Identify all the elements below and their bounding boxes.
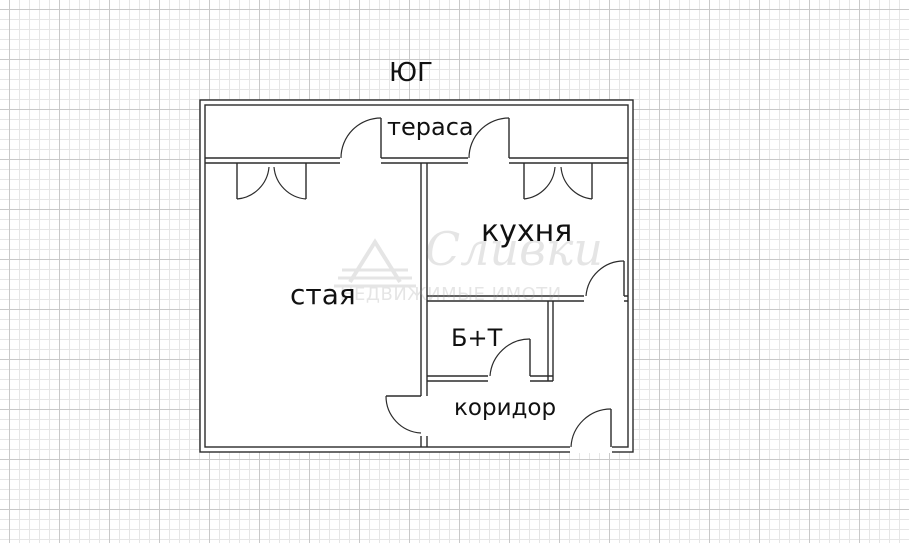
double-door-icon [236, 163, 307, 200]
orientation-label: ЮГ [389, 58, 433, 88]
room-label-terrace: тераса [387, 113, 474, 141]
room-label-kitchen: кухня [481, 214, 573, 249]
door-icon [340, 117, 382, 159]
double-door-icon [523, 163, 593, 200]
watermark-house-icon [334, 238, 416, 288]
door-icon [570, 408, 612, 448]
door-icon [385, 395, 422, 434]
door-icon [489, 338, 531, 377]
outer-wall-inner [204, 104, 629, 448]
room-label-corridor: коридор [454, 395, 557, 421]
watermark-logo: Сливки недвижимые имоти [330, 222, 603, 312]
room-label-bathroom: Б+Т [451, 324, 503, 352]
door-icon [585, 260, 625, 297]
watermark-caption: недвижимые имоти [340, 284, 562, 305]
watermark-script: Сливки [425, 222, 603, 276]
door-icon [468, 117, 510, 159]
room-label-room: стая [290, 278, 356, 311]
